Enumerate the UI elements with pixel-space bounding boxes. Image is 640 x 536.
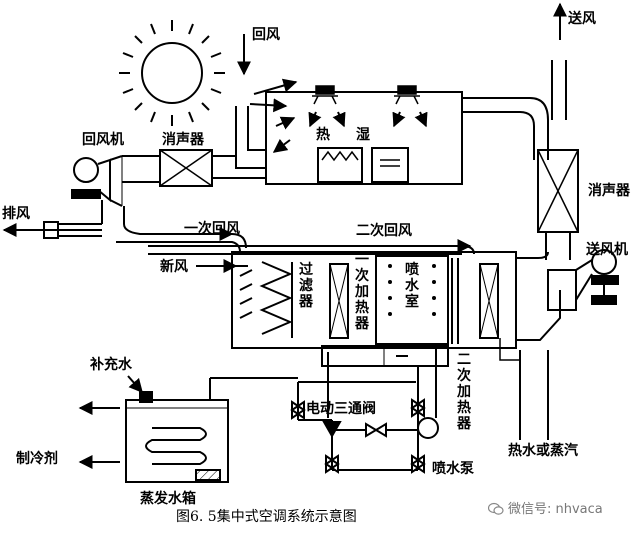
label-humid: 湿 bbox=[356, 127, 370, 143]
silencer-left bbox=[159, 149, 213, 187]
label-supply-air: 送风 bbox=[568, 11, 596, 27]
wechat-icon bbox=[488, 502, 504, 515]
label-secondary-return-air: 二次回风 bbox=[356, 223, 412, 239]
evaporator-tank bbox=[125, 399, 229, 483]
supply-fan bbox=[547, 269, 577, 311]
label-silencer-left: 消声器 bbox=[162, 132, 204, 148]
label-evaporator-tank: 蒸发水箱 bbox=[140, 491, 196, 507]
spray-pump bbox=[417, 417, 439, 439]
label-hot-water-steam: 热水或蒸汽 bbox=[508, 443, 578, 459]
label-exhaust-air: 排风 bbox=[2, 206, 30, 222]
label-return-fan: 回风机 bbox=[82, 132, 124, 148]
label-spray-chamber: 喷水室 bbox=[405, 262, 419, 310]
label-primary-return-air: 一次回风 bbox=[184, 221, 240, 237]
figure-caption: 图6. 5集中式空调系统示意图 bbox=[176, 509, 357, 525]
label-supply-fan: 送风机 bbox=[586, 242, 628, 258]
label-return-air: 回风 bbox=[252, 27, 280, 43]
watermark: 微信号: nhvaca bbox=[508, 502, 603, 517]
air-handling-unit bbox=[231, 251, 517, 349]
return-fan bbox=[73, 157, 99, 183]
room bbox=[265, 91, 463, 185]
label-primary-heater: 一次加热器 bbox=[355, 252, 369, 332]
label-filter: 过滤器 bbox=[299, 262, 313, 310]
sun-icon bbox=[119, 20, 225, 126]
label-makeup-water: 补充水 bbox=[90, 357, 132, 373]
label-heat: 热 bbox=[316, 127, 330, 143]
label-spray-pump: 喷水泵 bbox=[432, 461, 474, 477]
silencer-right bbox=[537, 149, 579, 233]
label-three-way-valve: 电动三通阀 bbox=[306, 401, 376, 417]
label-silencer-right: 消声器 bbox=[588, 183, 630, 199]
label-secondary-heater: 二次加热器 bbox=[457, 352, 471, 432]
label-fresh-air: 新风 bbox=[160, 259, 188, 275]
label-refrigerant: 制冷剂 bbox=[16, 451, 58, 467]
